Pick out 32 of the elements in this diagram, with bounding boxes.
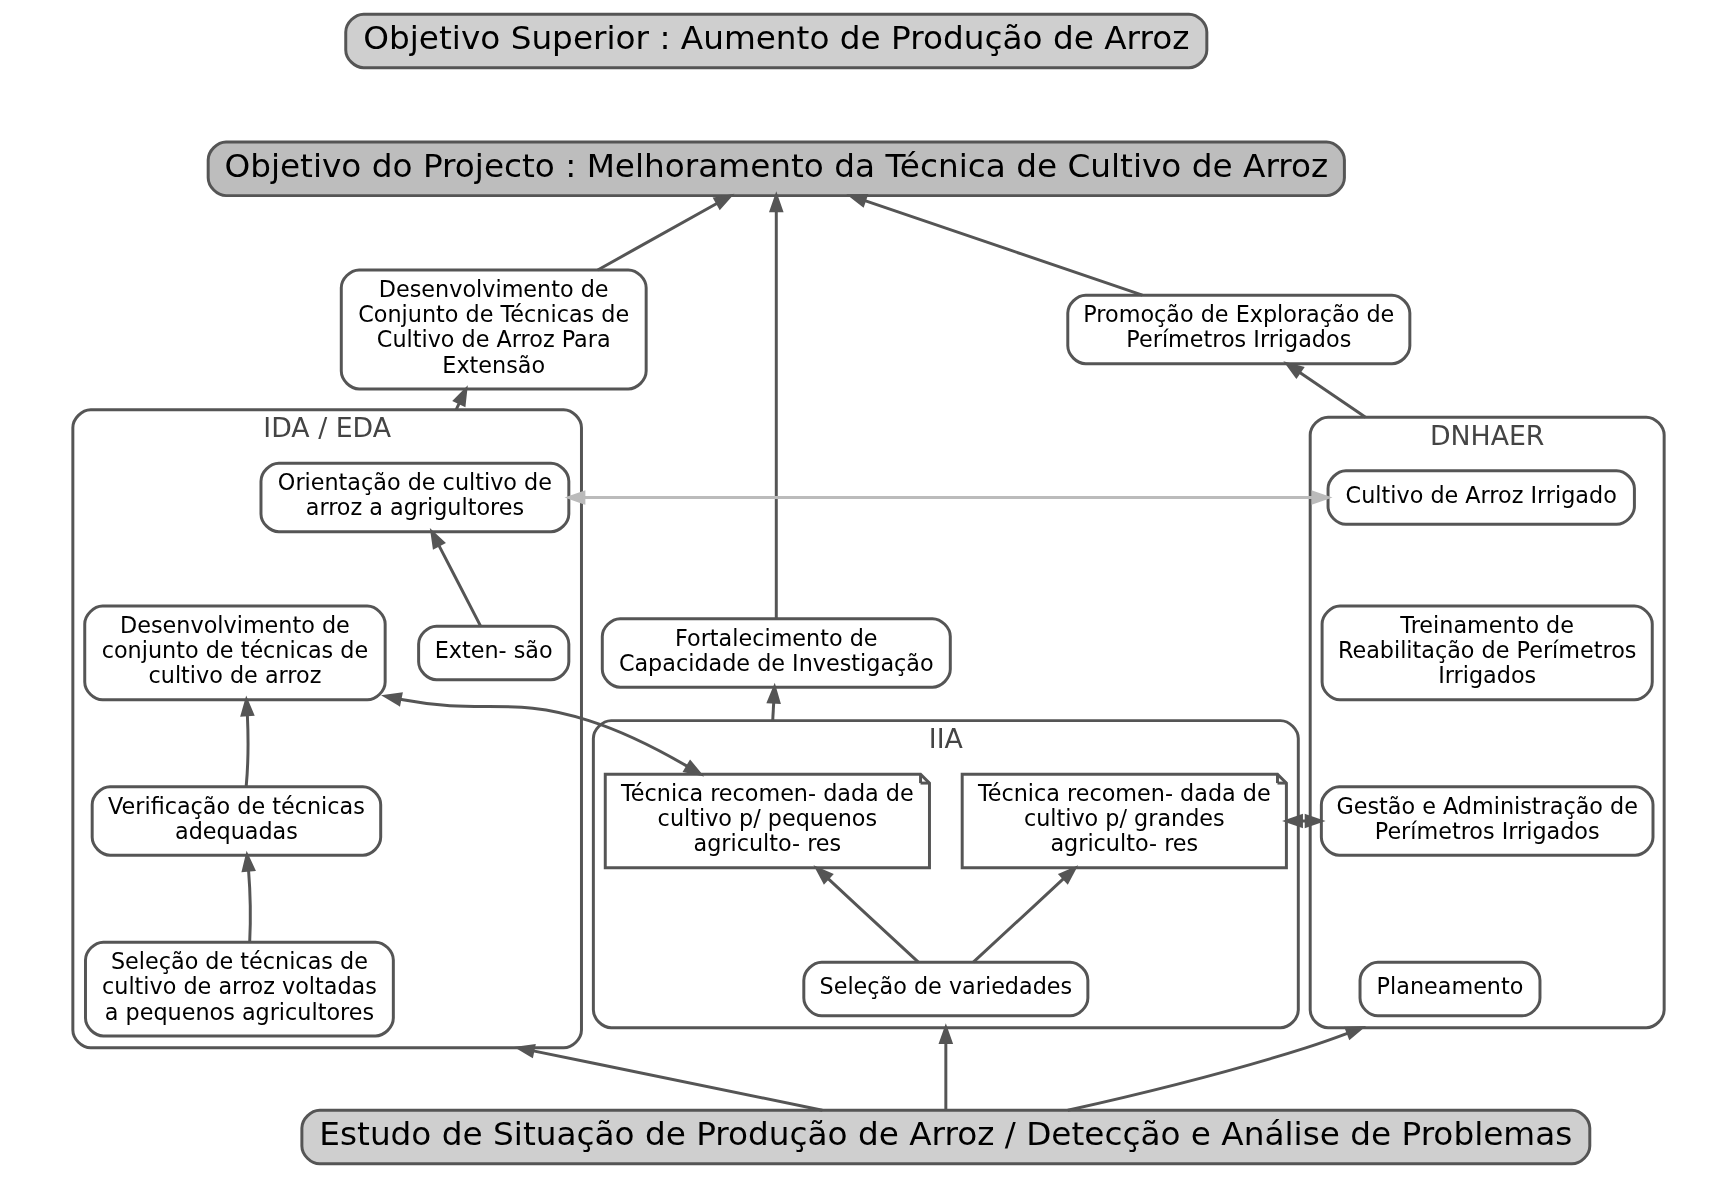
arrow <box>1282 361 1366 419</box>
arrow <box>971 865 1078 964</box>
arrow <box>596 193 734 272</box>
node-box: Objetivo Superior : Aumento de Produção de Arroz <box>343 12 1208 70</box>
arrow <box>845 194 1143 297</box>
arrow <box>239 695 255 787</box>
node-box: Seleção de variedades <box>801 960 1089 1018</box>
arrow <box>380 692 704 777</box>
arrow <box>564 490 1332 505</box>
arrow <box>1066 1026 1366 1112</box>
arrow <box>240 850 256 943</box>
node-box: Orientação de cultivo de arroz a agrigultores <box>259 461 570 534</box>
node-box: Desenvolvimento de Conjunto de Técnicas de Cultivo de Arroz Para Extensão <box>339 268 648 391</box>
node-box: Estudo de Situação de Produção de Arroz / Detecção e Análise de Problemas <box>299 1108 1591 1166</box>
arrow <box>429 527 482 627</box>
arrow <box>765 682 781 721</box>
node-box: Desenvolvimento de conjunto de técnicas de cultivo de arroz <box>82 604 387 702</box>
node-box: Fortalecimento de Capacidade de Investigação <box>600 617 952 689</box>
arrow <box>513 1043 823 1112</box>
node-box: Planeamento <box>1358 960 1541 1018</box>
node-box: Exten- são <box>416 624 570 682</box>
node-box: Treinamento de Reabilitação de Perímetros Irrigados <box>1320 604 1654 702</box>
node-box: Objetivo do Projecto : Melhoramento da Técnica de Cultivo de Arroz <box>206 140 1346 198</box>
arrow <box>1281 813 1326 829</box>
arrow <box>768 191 784 619</box>
node-box: Cultivo de Arroz Irrigado <box>1326 469 1636 526</box>
node-box: Gestão e Administração de Perímetros Irrigados <box>1319 785 1654 857</box>
arrow <box>813 865 919 964</box>
node-box: Promoção de Exploração de Perímetros Irrigados <box>1065 293 1411 366</box>
arrow <box>938 1023 953 1110</box>
node-box: Seleção de técnicas de cultivo de arroz voltadas a pequenos agricultores <box>83 940 395 1038</box>
node-box: Verificação de técnicas adequadas <box>90 785 382 857</box>
